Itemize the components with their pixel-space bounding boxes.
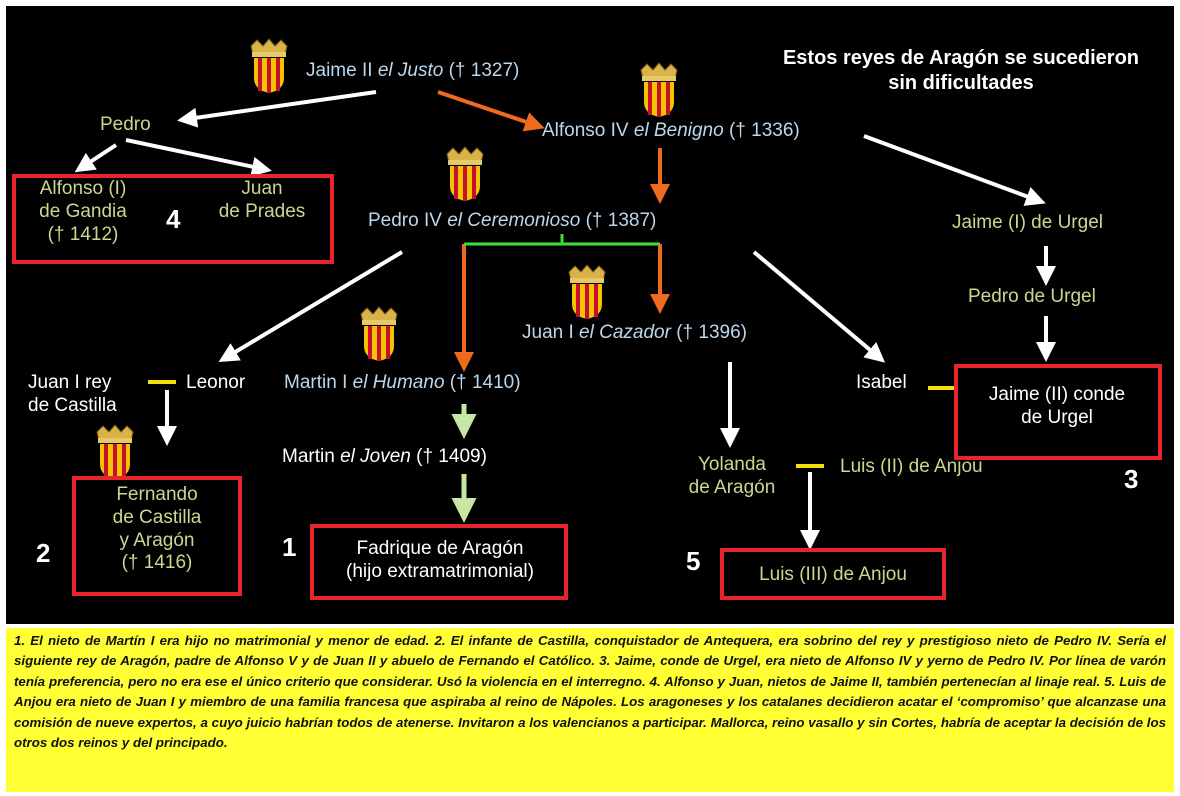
heading-line-2: sin dificultades <box>888 72 1034 94</box>
candidate-number-4: 4 <box>166 204 181 234</box>
arrow-jaime2-pedro <box>177 90 377 128</box>
candidate-number-5: 5 <box>686 546 701 576</box>
arrow-jaime2-alfonso4 <box>437 90 545 132</box>
candidate-box-1 <box>310 524 568 600</box>
candidate-box-5 <box>720 548 946 600</box>
arrow-pedro-juan <box>125 138 272 177</box>
crown-shield-icon <box>360 306 398 361</box>
candidate-box-4 <box>12 174 334 264</box>
person-pedro-urgel: Pedro de Urgel <box>968 286 1096 307</box>
crown-shield-icon <box>96 424 134 479</box>
candidate-number-1: 1 <box>282 532 297 562</box>
person-pedro-iv: Pedro IV el Ceremonioso († 1387) <box>368 210 657 231</box>
diagram-heading: Estos reyes de Aragón se sucedieron sin … <box>754 46 1168 96</box>
explanatory-caption: 1. El nieto de Martín I era hijo no matr… <box>6 628 1174 792</box>
crown-shield-icon <box>250 38 288 93</box>
crown-shield-icon <box>446 146 484 201</box>
arrow-pedro-alfonso <box>74 143 118 173</box>
heading-line-1: Estos reyes de Aragón se sucedieron <box>782 47 1140 69</box>
person-pedro: Pedro <box>100 114 151 135</box>
person-juan-i: Juan I el Cazador († 1396) <box>522 322 747 343</box>
candidate-number-3: 3 <box>1124 464 1139 494</box>
arrow-pedro4-leonor <box>218 250 404 363</box>
candidate-box-2 <box>72 476 242 596</box>
crown-shield-icon <box>568 264 606 319</box>
connector-lines <box>74 90 1056 550</box>
genealogy-diagram: Estos reyes de Aragón se sucedieron sin … <box>6 6 1174 624</box>
person-martin-joven: Martin el Joven († 1409) <box>282 446 487 467</box>
arrow-alfonso4-jaime1urgel <box>863 134 1046 206</box>
person-isabel: Isabel <box>856 372 907 393</box>
crown-shield-icon <box>640 62 678 117</box>
arrow-pedro4-isabel <box>752 250 886 363</box>
person-luis-ii: Luis (II) de Anjou <box>840 456 983 477</box>
person-luis-iii: Luis (III) de Anjou <box>759 564 907 585</box>
candidate-number-2: 2 <box>36 538 51 568</box>
person-martin-i: Martin I el Humano († 1410) <box>284 372 521 393</box>
person-leonor: Leonor <box>186 372 246 393</box>
person-fadrique: Fadrique de Aragón(hijo extramatrimonial… <box>346 538 534 582</box>
person-jaime-i-urgel: Jaime (I) de Urgel <box>952 212 1103 233</box>
person-alfonso-iv: Alfonso IV el Benigno († 1336) <box>542 120 800 141</box>
person-jaime-ii: Jaime II el Justo († 1327) <box>306 60 520 81</box>
candidate-box-3 <box>954 364 1162 460</box>
person-alfonso-gandia: Alfonso (I)de Gandia(† 1412) <box>39 178 127 245</box>
